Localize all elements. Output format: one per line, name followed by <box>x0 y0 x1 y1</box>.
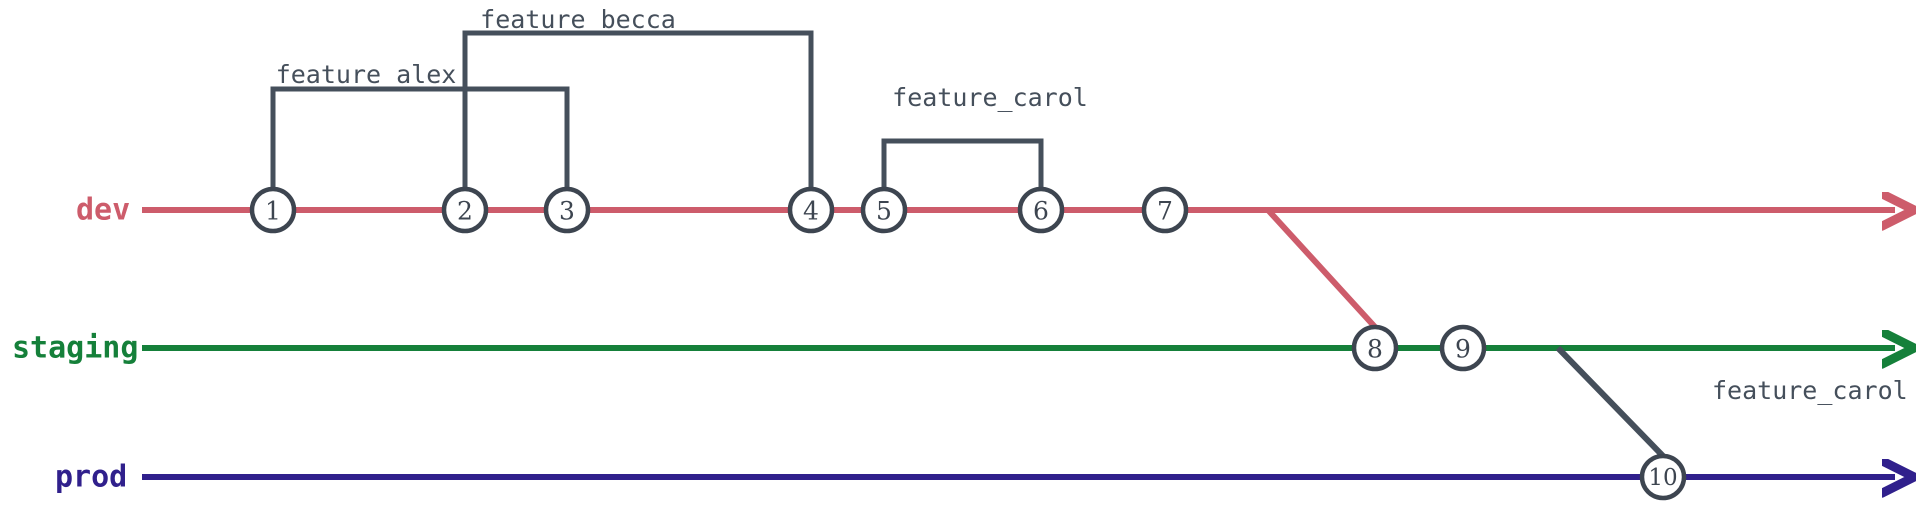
feature-label-alex: feature_alex <box>276 60 457 89</box>
commit-node-5[interactable]: 5 <box>860 186 908 234</box>
commit-label-3: 3 <box>559 197 575 226</box>
feature-label-carol-prod: feature_carol <box>1712 376 1908 405</box>
commit-circle-2[interactable] <box>441 186 489 234</box>
commit-label-5: 5 <box>876 197 892 226</box>
commit-circle-9[interactable] <box>1439 324 1487 372</box>
commit-label-9: 9 <box>1455 335 1471 364</box>
commit-circle-7[interactable] <box>1141 186 1189 234</box>
bracket-feature-becca <box>462 30 814 189</box>
commit-label-6: 6 <box>1033 197 1049 226</box>
commit-circle-1[interactable] <box>249 186 297 234</box>
commit-node-6[interactable]: 6 <box>1017 186 1065 234</box>
commit-circle-4[interactable] <box>787 186 835 234</box>
merge-lines <box>1265 207 1666 459</box>
commit-node-8[interactable]: 8 <box>1351 324 1399 372</box>
feature-label-carol-dev: feature_carol <box>892 83 1088 112</box>
merge-line-staging-to-prod <box>1555 345 1666 459</box>
branch-label-dev: dev <box>76 193 130 228</box>
branch-label-prod: prod <box>55 460 127 495</box>
commit-node-2[interactable]: 2 <box>441 186 489 234</box>
feature-brackets <box>270 30 1044 189</box>
commit-node-7[interactable]: 7 <box>1141 186 1189 234</box>
commit-node-9[interactable]: 9 <box>1439 324 1487 372</box>
commit-circle-8[interactable] <box>1351 324 1399 372</box>
commit-label-7: 7 <box>1157 197 1173 226</box>
bracket-feature-carol-dev <box>881 138 1044 189</box>
commit-circle-5[interactable] <box>860 186 908 234</box>
commit-circle-3[interactable] <box>543 186 591 234</box>
commit-label-10: 10 <box>1648 465 1677 491</box>
commit-circle-10[interactable] <box>1639 453 1687 501</box>
commit-node-10[interactable]: 10 <box>1639 453 1687 501</box>
commit-circle-6[interactable] <box>1017 186 1065 234</box>
commit-nodes: 1 2 3 4 5 6 7 <box>249 186 1687 501</box>
commit-node-1[interactable]: 1 <box>249 186 297 234</box>
commit-label-4: 4 <box>803 197 819 226</box>
commit-label-2: 2 <box>457 197 473 226</box>
commit-node-3[interactable]: 3 <box>543 186 591 234</box>
branch-lines <box>142 210 1895 477</box>
merge-line-dev-to-staging <box>1265 207 1378 330</box>
commit-node-4[interactable]: 4 <box>787 186 835 234</box>
feature-label-becca: feature_becca <box>480 5 676 34</box>
commit-label-1: 1 <box>265 197 281 226</box>
feature-labels: feature_alex feature_becca feature_carol… <box>276 5 1908 405</box>
commit-label-8: 8 <box>1367 335 1383 364</box>
bracket-feature-alex <box>270 86 570 189</box>
branch-label-staging: staging <box>12 331 138 366</box>
branch-labels: dev staging prod <box>12 193 138 495</box>
